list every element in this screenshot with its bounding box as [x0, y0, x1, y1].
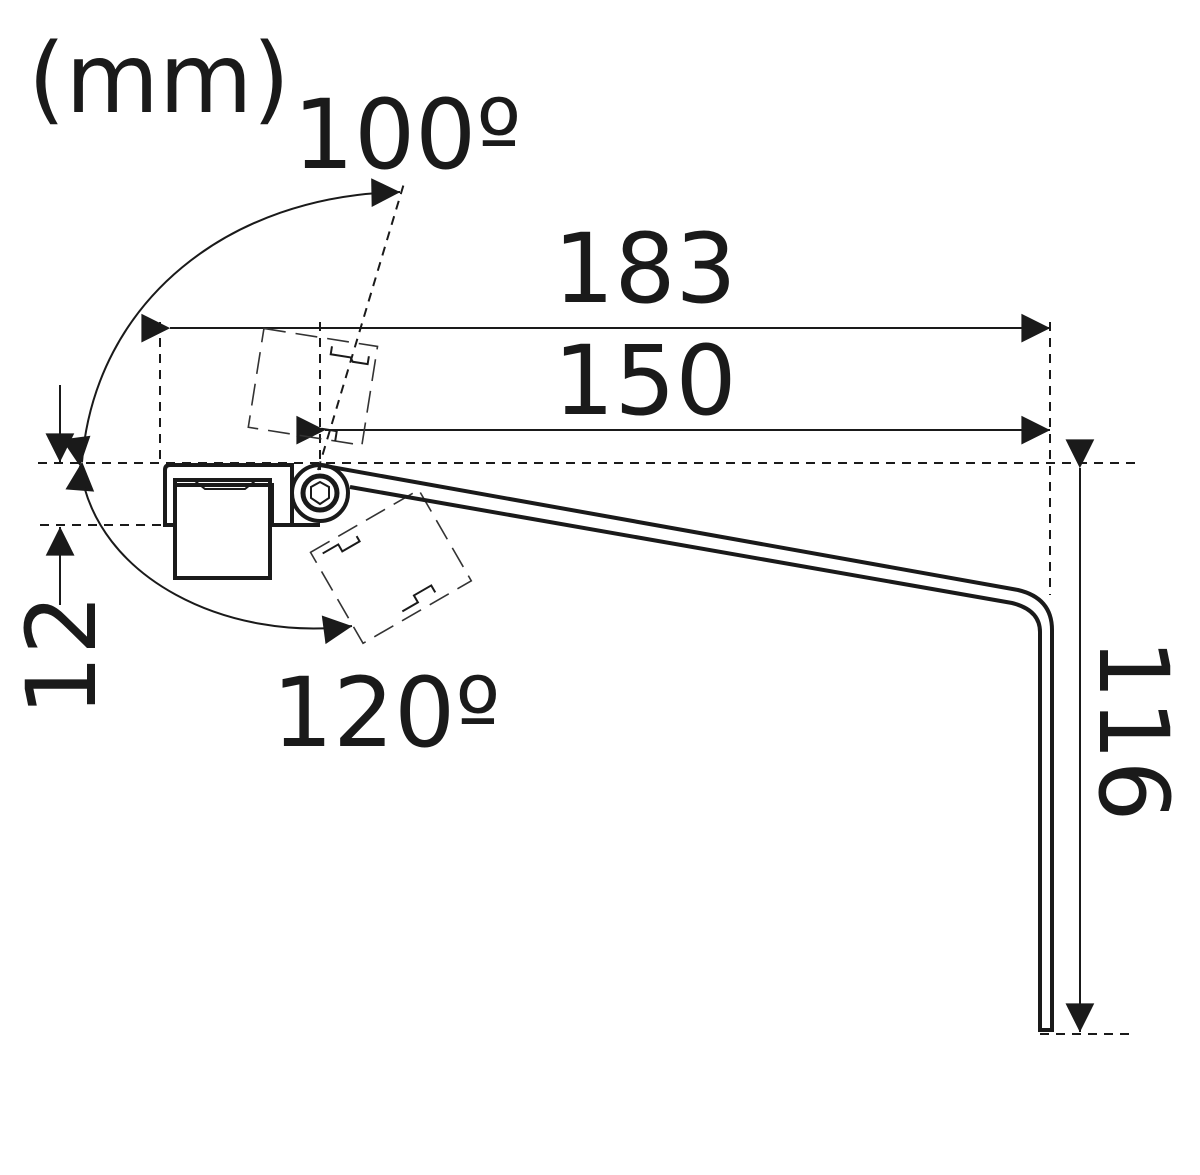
hex-socket-icon	[310, 480, 330, 506]
dim-offset-label: 12	[6, 594, 118, 716]
dim-total-length-label: 183	[553, 213, 736, 325]
ghost-position-up	[247, 327, 379, 447]
angle-open-label: 100º	[293, 79, 521, 191]
rail-profile	[163, 463, 320, 580]
dim-arm-length-label: 150	[553, 325, 736, 437]
dimension-lines	[45, 178, 1095, 1033]
ghost-position-down	[309, 488, 473, 645]
hinge-knuckle	[290, 463, 350, 523]
bracket-arm	[319, 463, 1054, 1032]
unit-label: (mm)	[28, 23, 290, 135]
dim-drop-label: 116	[1077, 638, 1189, 821]
angle-down-label: 120º	[272, 657, 500, 769]
